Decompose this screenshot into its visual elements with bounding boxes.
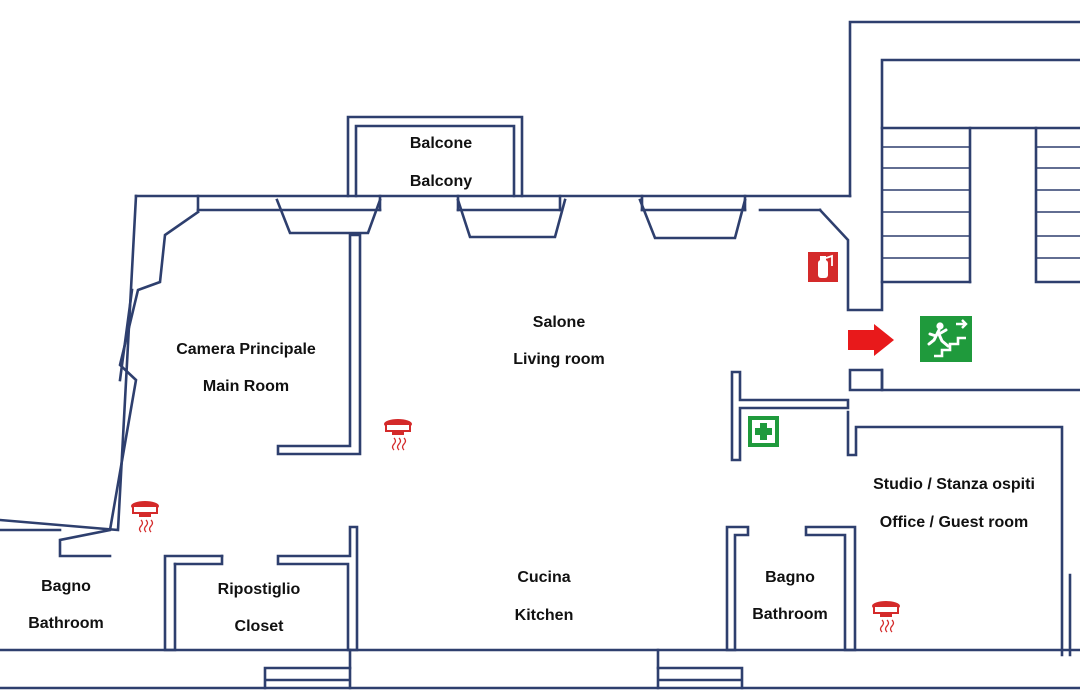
kitchen-label-en: Kitchen [514,607,574,624]
first-aid-icon [748,416,779,447]
office-label-en: Office / Guest room [879,514,1029,531]
closet-label-it: Ripostiglio [217,581,301,598]
office-label-it: Studio / Stanza ospiti [873,476,1035,493]
smoke-detector-icon [872,601,900,633]
main-room-label-en: Main Room [202,378,290,395]
closet-label-en: Closet [234,618,284,635]
bathroom-left-label-it: Bagno [41,578,91,595]
smoke-detector-icon [131,501,159,533]
walls [0,20,1080,690]
bathroom-right-label-it: Bagno [765,569,815,586]
smoke-detector-icon [384,419,412,451]
kitchen-label-it: Cucina [517,569,571,586]
living-room-label-it: Salone [532,314,586,331]
fire-extinguisher-icon [808,252,838,282]
bathroom-right-label-en: Bathroom [752,606,828,623]
balcony-label-it: Balcone [409,135,473,152]
living-room-label-en: Living room [513,351,605,368]
bathroom-left-label-en: Bathroom [28,615,104,632]
main-room-label-it: Camera Principale [176,341,316,358]
balcony-label-en: Balcony [409,173,473,190]
exit-direction-arrow-icon [848,324,894,356]
emergency-exit-icon [920,316,972,362]
